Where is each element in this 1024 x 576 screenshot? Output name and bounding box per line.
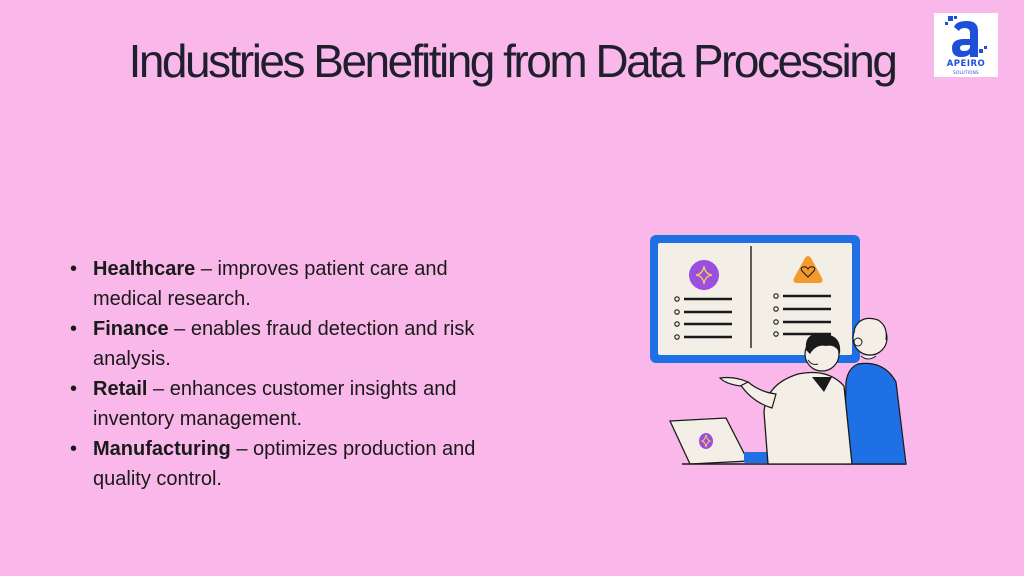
apeiro-logo: APEIRO SOLUTIONS [934,13,998,77]
presenter [718,333,853,465]
logo-name: APEIRO [946,59,986,69]
industry-desc: – optimizes production and quality contr… [93,438,476,490]
sparkle-icon [689,260,719,290]
list-item: • Manufacturing – optimizes production an… [70,434,510,494]
data-presentation-illustration [650,235,907,465]
industry-list: • Healthcare – improves patient care and … [70,254,510,494]
industry-term: Healthcare [93,258,196,280]
industry-desc: – improves patient care and medical rese… [93,258,448,310]
industry-desc: – enables fraud detection and risk analy… [93,318,475,370]
logo-tagline: SOLUTIONS [953,70,979,75]
bullet-dot: • [70,378,78,400]
slide-title: Industries Benefiting from Data Processi… [128,35,898,87]
industry-desc: – enhances customer insights and invento… [93,378,457,430]
checklist-left [674,296,732,340]
industry-term: Finance [93,318,169,340]
heart-icon [793,256,823,283]
list-item: • Healthcare – improves patient care and … [70,254,510,314]
bullet-dot: • [70,318,78,340]
list-item: • Retail – enhances customer insights and… [70,374,510,434]
older-man [843,317,907,465]
industry-term: Retail [93,378,148,400]
checklist-right [773,293,831,337]
bullet-dot: • [70,438,78,460]
apeiro-mark-icon [945,16,987,57]
industry-term: Manufacturing [93,438,231,460]
bullet-dot: • [70,258,78,280]
list-item: • Finance – enables fraud detection and r… [70,314,510,374]
